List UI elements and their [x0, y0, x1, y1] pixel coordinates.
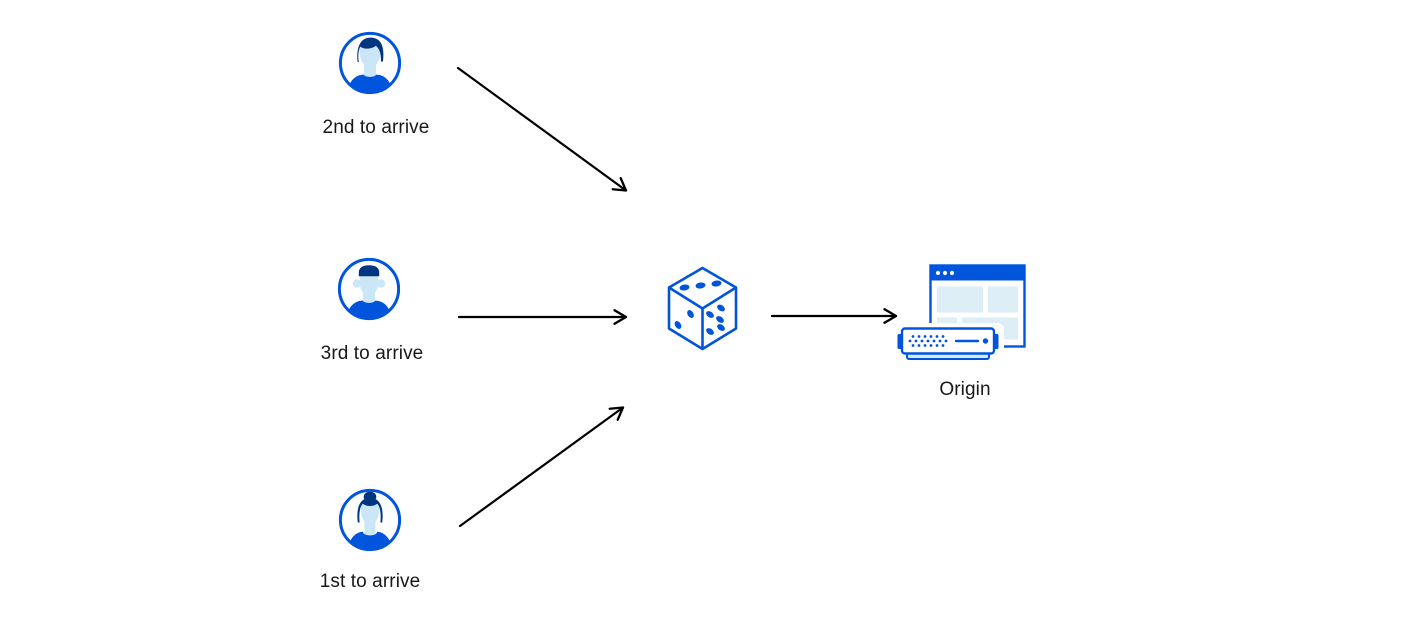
visitor-node-1st — [337, 487, 403, 553]
user-avatar-icon — [337, 257, 401, 321]
visitor-node-3rd — [336, 256, 402, 322]
visitor-2nd-label: 2nd to arrive — [322, 117, 430, 138]
dice-icon — [667, 266, 738, 351]
user-avatar-icon — [338, 31, 402, 95]
browser-window-server-icon — [896, 264, 1026, 364]
arrow-visitor-1st-to-dice — [458, 406, 625, 528]
user-avatar-icon — [338, 488, 402, 552]
dice-node — [666, 264, 739, 353]
visitor-3rd-label: 3rd to arrive — [320, 343, 424, 364]
origin-label: Origin — [939, 379, 991, 400]
visitor-node-2nd — [337, 30, 403, 96]
origin-node — [896, 262, 1028, 364]
arrow-visitor-2nd-to-dice — [456, 66, 628, 192]
visitor-1st-label: 1st to arrive — [319, 571, 421, 592]
